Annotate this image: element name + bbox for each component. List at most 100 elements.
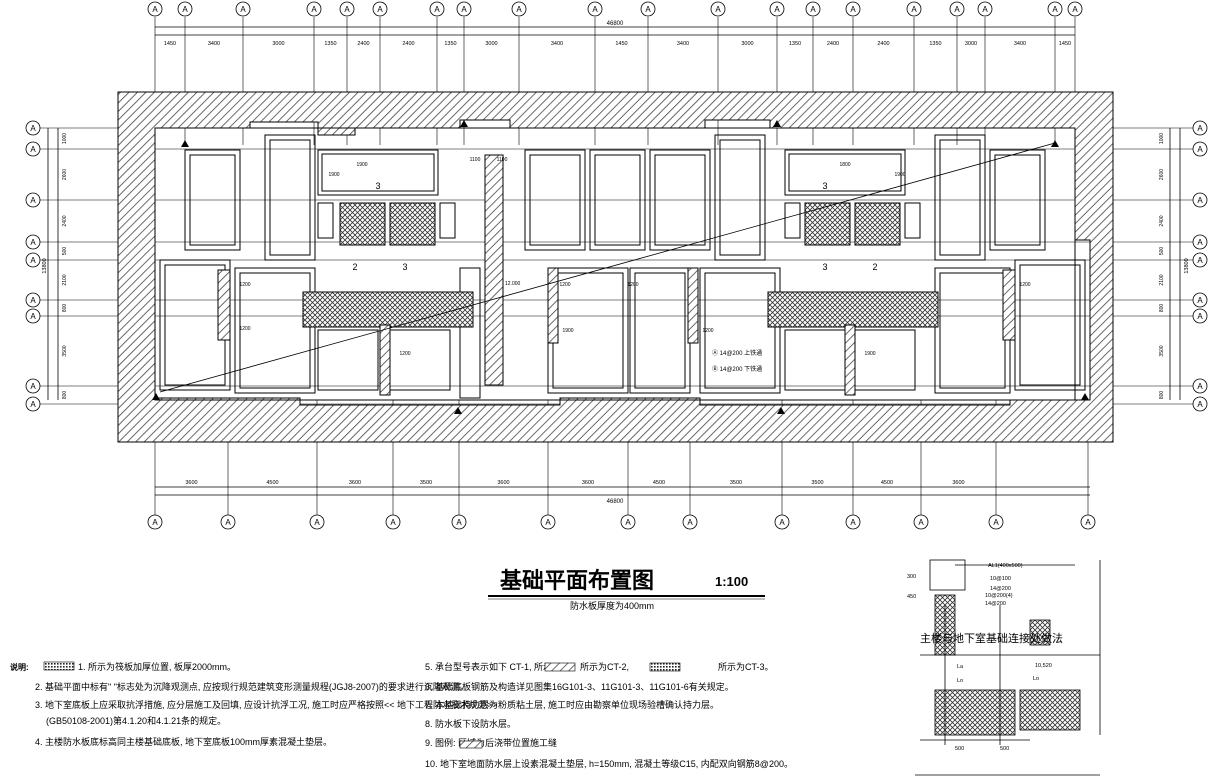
axis-bubble-label: A (774, 5, 780, 14)
axis-bubble-label: A (30, 312, 36, 321)
section-line-a (159, 142, 1056, 393)
bottom-dimension: 3600 (349, 480, 361, 486)
total-width-bottom: 46800 (607, 499, 624, 505)
detail-label: Lo (957, 678, 963, 684)
left-dimension: 2100 (62, 274, 68, 285)
axis-bubble-left: A (25, 378, 41, 394)
axis-bubble-right: A (1192, 378, 1208, 394)
right-dimension: 2100 (1159, 274, 1165, 285)
axis-bubble-top: A (769, 1, 785, 17)
axis-bubble-right: A (1192, 252, 1208, 268)
elevator-pits (317, 202, 921, 246)
axis-bubble-label: A (434, 5, 440, 14)
axis-bubble-label: A (911, 5, 917, 14)
room-number: 2 (872, 262, 877, 272)
left-dimension: 500 (62, 247, 68, 256)
axis-bubble-top: A (1067, 1, 1083, 17)
axis-bubble-top: A (1047, 1, 1063, 17)
axis-bubble-left: A (25, 141, 41, 157)
raft-slab (154, 127, 1076, 401)
detail-label: La (957, 664, 964, 670)
small-dimension: 1200 (559, 282, 570, 288)
axis-bubble-right: A (1192, 141, 1208, 157)
top-dimension: 2400 (402, 41, 414, 47)
detail-label: 10,520 (1035, 663, 1052, 669)
axis-bubble-label: A (314, 518, 320, 527)
top-dimension: 3000 (485, 41, 497, 47)
legend-swatch-ct2 (649, 662, 681, 672)
upper-rooms (184, 134, 1046, 261)
axis-bubble-top: A (147, 1, 163, 17)
axis-bubble-top: A (640, 1, 656, 17)
top-dimension: 3400 (551, 41, 563, 47)
detail-label: 14@200 (985, 601, 1006, 607)
foundation-outline-hatch (117, 91, 1114, 443)
axis-bubble-label: A (1052, 5, 1058, 14)
drawing-scale: 1:100 (715, 574, 748, 589)
legend-swatch-ct1 (544, 662, 576, 672)
note-line: (GB50108-2001)第4.1.20和4.1.21条的规定。 (46, 715, 226, 726)
axis-bubble-top: A (949, 1, 965, 17)
axis-bubble-label: A (182, 5, 188, 14)
axis-bubble-top: A (456, 1, 472, 17)
axis-bubble-label: A (592, 5, 598, 14)
axis-bubble-label: A (545, 518, 551, 527)
axis-bubble-top: A (429, 1, 445, 17)
legend-ct3-text: 所示为CT-3。 (718, 661, 774, 672)
note-line: 2. 基础平面中标有" "标志处为沉降观测点, 应按现行规范建筑变形测量规程(J… (35, 681, 469, 692)
axis-bubble-label: A (311, 5, 317, 14)
axis-bubble-label: A (1197, 312, 1203, 321)
axis-bubble-bottom: A (385, 514, 401, 530)
top-dimension: 1350 (929, 41, 941, 47)
top-dimension: 3400 (208, 41, 220, 47)
axis-bubble-bottom: A (620, 514, 636, 530)
bottom-dimension: 3600 (497, 480, 509, 486)
left-dimension: 3500 (62, 345, 68, 356)
right-dimension: 500 (1159, 247, 1165, 256)
hatched-walls (217, 154, 1016, 396)
right-dimension: 1000 (1159, 133, 1165, 144)
right-dimension: 800 (1159, 304, 1165, 313)
room-number: 3 (402, 262, 407, 272)
top-dimension: 2400 (357, 41, 369, 47)
axis-bubble-label: A (456, 518, 462, 527)
left-dimension: 2400 (62, 215, 68, 226)
axis-bubble-right: A (1192, 120, 1208, 136)
axis-bubble-right: A (1192, 292, 1208, 308)
axis-bubble-label: A (240, 5, 246, 14)
axis-bubble-label: A (377, 5, 383, 14)
top-dimension: 3000 (965, 41, 977, 47)
axis-bubble-bottom: A (220, 514, 236, 530)
note-line: 9. 图例: 区域为后浇带位置施工缝 (425, 737, 557, 748)
axis-bubble-bottom: A (682, 514, 698, 530)
small-dimension: 1200 (627, 282, 638, 288)
small-dimension: 1200 (399, 351, 410, 357)
axis-bubble-right: A (1192, 192, 1208, 208)
axis-bubble-label: A (344, 5, 350, 14)
axis-bubble-label: A (152, 5, 158, 14)
axis-bubble-label: A (30, 296, 36, 305)
axis-bubble-bottom: A (774, 514, 790, 530)
bottom-dimension: 3500 (811, 480, 823, 486)
axis-bubble-left: A (25, 120, 41, 136)
detail-label: 14@200 (990, 586, 1011, 592)
top-dimension: 2400 (877, 41, 889, 47)
top-dimension: 3000 (741, 41, 753, 47)
axis-bubble-label: A (516, 5, 522, 14)
legend-swatch-postcast (459, 740, 483, 749)
axis-bubble-label: A (390, 518, 396, 527)
axis-bubble-right: A (1192, 234, 1208, 250)
axis-bubble-bottom: A (147, 514, 163, 530)
notes-label: 说明: (10, 662, 29, 672)
axis-bubble-label: A (1197, 196, 1203, 205)
top-dimension: 3400 (677, 41, 689, 47)
axis-bubble-label: A (152, 518, 158, 527)
axis-bubble-label: A (461, 5, 467, 14)
bottom-dimension: 4500 (266, 480, 278, 486)
top-dimension: 2400 (827, 41, 839, 47)
axis-bubble-right: A (1192, 308, 1208, 324)
room-number: 3 (822, 181, 827, 191)
axis-bubble-top: A (339, 1, 355, 17)
axis-bubble-label: A (1085, 518, 1091, 527)
bottom-dimension: 4500 (653, 480, 665, 486)
